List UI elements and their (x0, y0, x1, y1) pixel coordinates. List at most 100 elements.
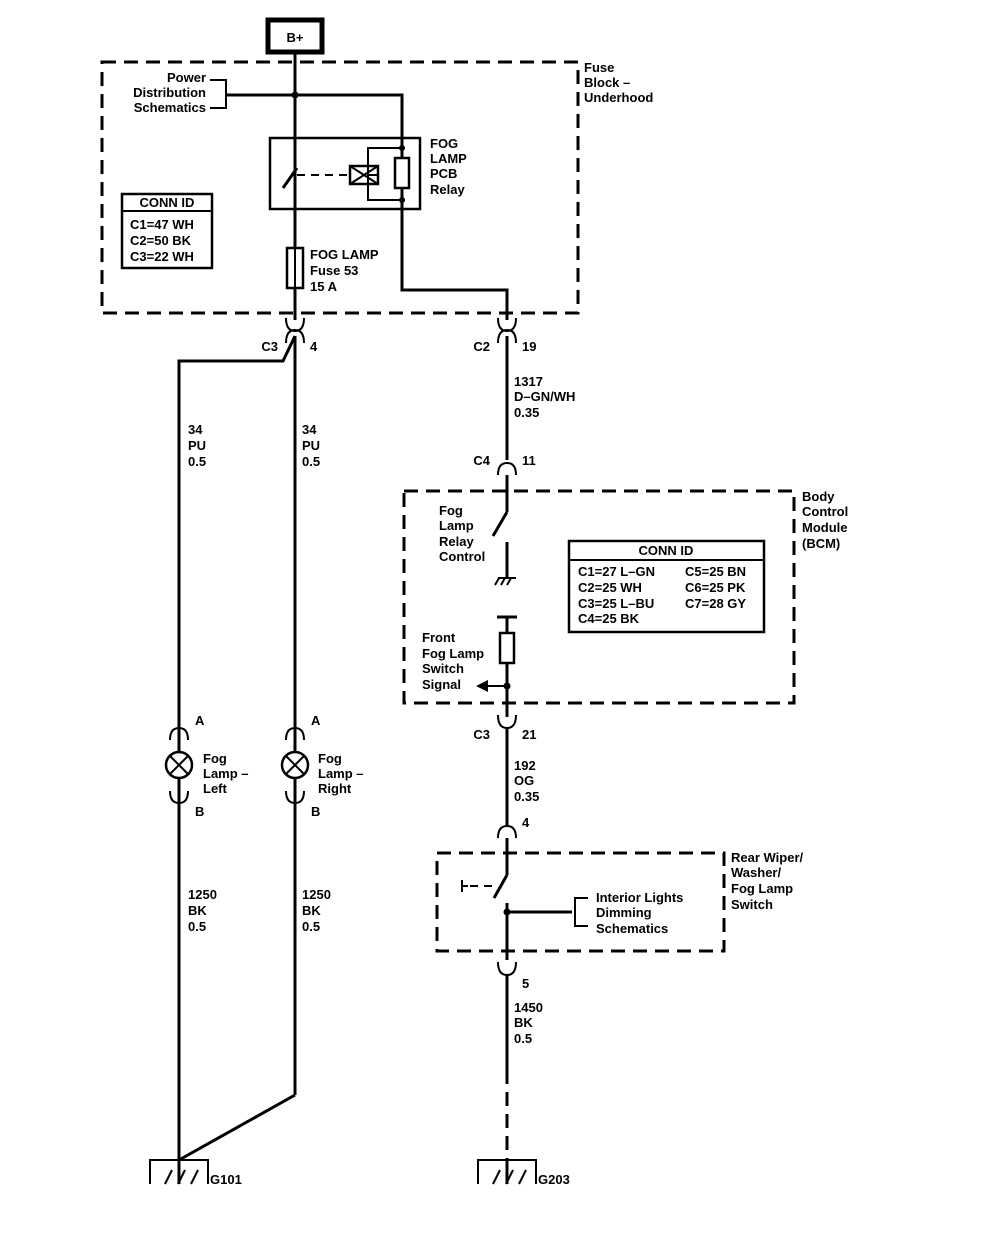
diagram-text: C3=22 WH (130, 249, 194, 264)
right-lamp-ground-wire (178, 1093, 296, 1162)
diagram-text: C2=50 BK (130, 233, 192, 248)
diagram-text: 34 (302, 422, 317, 437)
diagram-text: Dimming (596, 905, 652, 920)
diagram-text: Module (802, 520, 848, 535)
diagram-text: Relay (439, 534, 474, 549)
diagram-text: Fuse (584, 60, 614, 75)
switch-boundary (435, 851, 726, 953)
fog-lamp-left: A B Fog Lamp – Left (164, 713, 249, 819)
diagram-text: 21 (522, 727, 536, 742)
relay-contact (281, 167, 299, 189)
diagram-text: 5 (522, 976, 529, 991)
diagram-text: BK (188, 903, 207, 918)
diagram-text: 4 (522, 815, 530, 830)
diagram-text: Washer/ (731, 865, 781, 880)
diagram-text: Interior Lights (596, 890, 683, 905)
wire-34-right-label: 34 PU 0.5 (302, 422, 320, 469)
switch-actuator-icon (461, 880, 468, 892)
diagram-text: Control (802, 504, 848, 519)
diagram-text: FOG LAMP (310, 247, 379, 262)
diagram-text: CONN ID (639, 543, 694, 558)
diagram-text: Power (167, 70, 206, 85)
diagram-text: Lamp – (203, 766, 249, 781)
diagram-text: Block – (584, 75, 630, 90)
diagram-text: C3 (261, 339, 278, 354)
bcm-title: Body Control Module (BCM) (802, 489, 848, 551)
diagram-text: OG (514, 773, 534, 788)
interior-lights-dimming-reference[interactable]: Interior Lights Dimming Schematics (574, 890, 683, 936)
diagram-text: C1=27 L–GN (578, 564, 655, 579)
fuse-block-conn-id: CONN ID C1=47 WH C2=50 BK C3=22 WH (120, 192, 214, 270)
diagram-text: PU (188, 438, 206, 453)
diagram-text: 1250 (188, 887, 217, 902)
bcm-driver-switch (491, 511, 509, 537)
diagram-text: PCB (430, 166, 457, 181)
diagram-text: D–GN/WH (514, 389, 575, 404)
diagram-text: B (195, 804, 204, 819)
diagram-text: Schematics (134, 100, 206, 115)
bcm-relay-control-label: Fog Lamp Relay Control (439, 503, 485, 564)
diagram-text: Switch (422, 661, 464, 676)
diagram-text: Fog (439, 503, 463, 518)
bcm-conn-id: CONN ID C1=27 L–GN C2=25 WH C3=25 L–BU C… (567, 539, 766, 634)
diagram-text: Control (439, 549, 485, 564)
diagram-text: Lamp – (318, 766, 364, 781)
diagram-text: PU (302, 438, 320, 453)
diagram-text: 0.5 (188, 919, 206, 934)
diagram-text: Fog Lamp (422, 646, 484, 661)
diagram-text: Left (203, 781, 228, 796)
splice-dot (291, 91, 299, 99)
wire-34-left-label: 34 PU 0.5 (188, 422, 206, 469)
switch-connector-pin5: 5 (497, 961, 529, 991)
diagram-text: Fog (318, 751, 342, 766)
wire-192-label: 192 OG 0.35 (514, 758, 539, 804)
switch-title: Rear Wiper/ Washer/ Fog Lamp Switch (731, 850, 804, 912)
diagram-text: A (195, 713, 205, 728)
relay-label: FOG LAMP PCB Relay (430, 136, 467, 197)
diagram-text: Distribution (133, 85, 206, 100)
bcm-chassis-ground-icon (494, 577, 516, 586)
diagram-text: C2 (473, 339, 490, 354)
ground-g101: G101 (149, 1159, 242, 1187)
diagram-text: C2=25 WH (578, 580, 642, 595)
relay-coil-feed-wire (226, 93, 404, 148)
connector-c4-pin11: C4 11 (473, 453, 536, 476)
diagram-text: 1450 (514, 1000, 543, 1015)
diagram-text: 0.5 (302, 454, 320, 469)
connector-c2-pin19: C2 19 (473, 317, 536, 354)
diagram-text: Signal (422, 677, 461, 692)
diagram-text: 192 (514, 758, 536, 773)
switch-connector-pin4: 4 (497, 815, 530, 839)
diagram-text: 0.35 (514, 405, 539, 420)
ground-g203: G203 (477, 1159, 570, 1187)
relay-output-wire (400, 200, 509, 320)
diagram-text: (BCM) (802, 536, 840, 551)
fog-lamp-right: A B Fog Lamp – Right (280, 713, 364, 819)
diagram-text: Body (802, 489, 835, 504)
diagram-text: 1317 (514, 374, 543, 389)
diagram-text: LAMP (430, 151, 467, 166)
bcm-boundary (402, 489, 796, 705)
wire-1450-label: 1450 BK 0.5 (514, 1000, 543, 1046)
diagram-text: C1=47 WH (130, 217, 194, 232)
diagram-text: C4 (473, 453, 490, 468)
diagram-text: Fog (203, 751, 227, 766)
connector-c3-pin21: C3 21 (473, 714, 536, 742)
diagram-text: A (311, 713, 321, 728)
diagram-text: 4 (310, 339, 318, 354)
bcm-switch-signal-label: Front Fog Lamp Switch Signal (422, 630, 484, 692)
signal-arrow-icon (476, 680, 488, 692)
diagram-text: BK (514, 1015, 533, 1030)
diagram-text: Fuse 53 (310, 263, 358, 278)
power-distribution-reference[interactable]: Power Distribution Schematics (133, 70, 227, 115)
fog-switch-contact (492, 874, 509, 899)
diagram-text: Relay (430, 182, 465, 197)
diagram-text: Schematics (596, 921, 668, 936)
diagram-text: 0.5 (302, 919, 320, 934)
diagram-text: 0.35 (514, 789, 539, 804)
diagram-text: C3 (473, 727, 490, 742)
diagram-text: FOG (430, 136, 458, 151)
diagram-text: G101 (210, 1172, 242, 1187)
diagram-text: C7=28 GY (685, 596, 746, 611)
